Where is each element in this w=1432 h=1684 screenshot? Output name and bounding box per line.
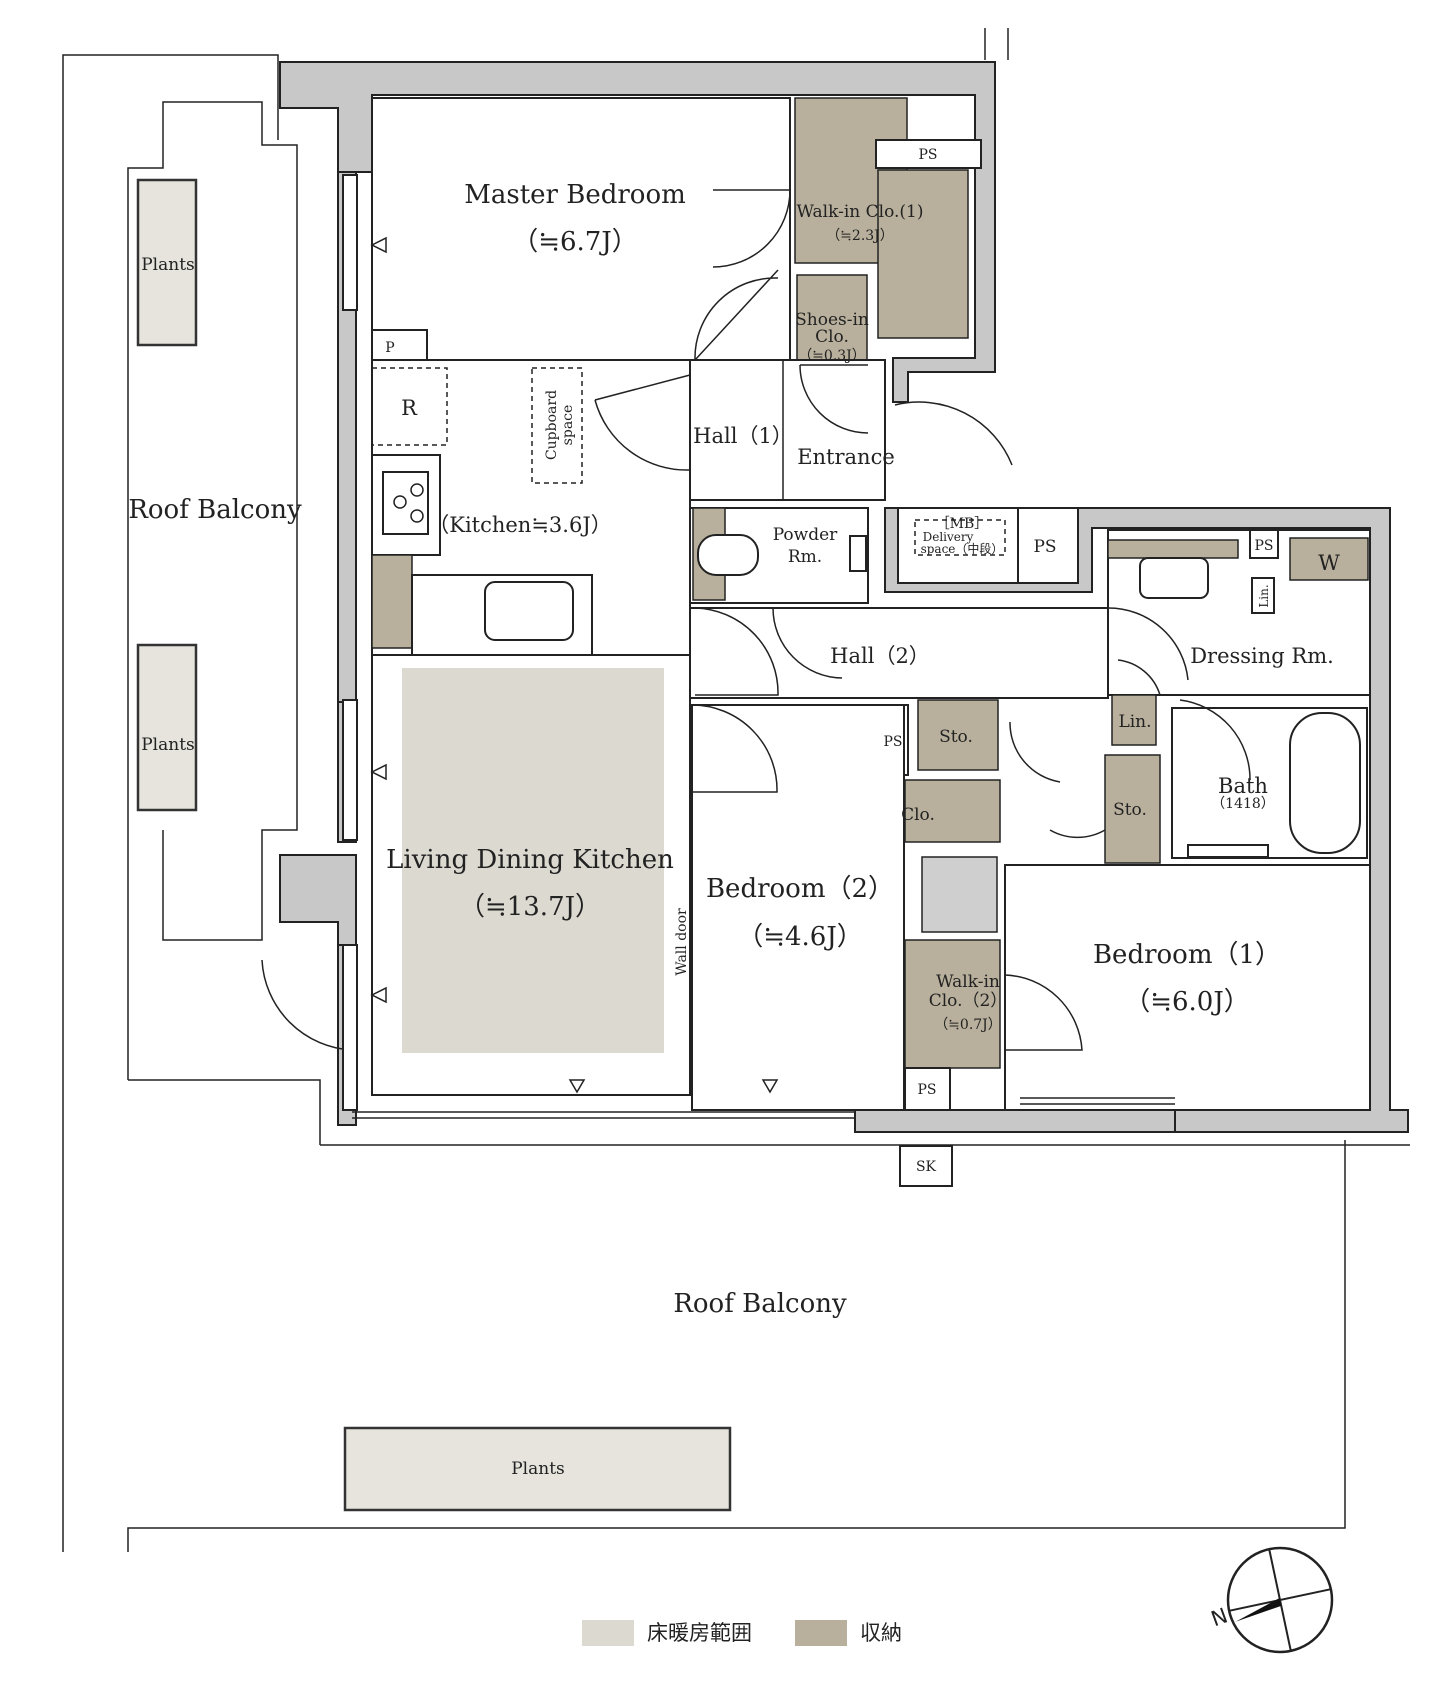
plants-label-1: Plants: [141, 255, 195, 275]
cupboard-label-2: space: [560, 405, 576, 446]
dressing-rm-label: Dressing Rm.: [1190, 644, 1334, 668]
clo-label: Clo.: [901, 805, 935, 825]
hall-2-label: Hall（2）: [830, 644, 930, 668]
legend-floor-heating-label: 床暖房範囲: [647, 1621, 752, 1645]
hall-1-label: Hall（1）: [693, 424, 793, 448]
plants-west-1: [136, 178, 198, 347]
balcony-outline: [62, 28, 1410, 1552]
bedroom-2-size: （≒4.6J）: [737, 922, 863, 952]
bath-size: （1418）: [1211, 796, 1275, 812]
shoes-in-clo-label-2: Clo.: [815, 327, 849, 347]
ps-label-east: PS: [1033, 537, 1056, 557]
shoes-in-closet: [796, 274, 868, 366]
legend-storage-label: 収納: [860, 1621, 902, 1645]
compass-icon: N: [1208, 1546, 1334, 1654]
delivery-label: Delivery: [923, 530, 974, 544]
master-bedroom-label: Master Bedroom: [464, 180, 686, 210]
ps-label-north: PS: [918, 147, 937, 163]
walkin-clo-1-size: （≒2.3J）: [826, 228, 894, 244]
floor-heating-area: [402, 668, 664, 1053]
walkin-clo-2-label-1: Walk-in: [936, 972, 1000, 992]
bedroom-1-size: （≒6.0J）: [1124, 987, 1250, 1017]
plants-west-2: [136, 643, 198, 812]
walkin-clo-2-label-2: Clo.（2）: [929, 991, 1008, 1011]
lin-label: Lin.: [1118, 712, 1151, 732]
cupboard-label-1: Cupboard: [544, 390, 560, 460]
sto-label-2: Sto.: [1113, 800, 1147, 820]
refrigerator-label: R: [401, 396, 418, 420]
west-windows: [342, 174, 779, 1111]
living-label: Living Dining Kitchen: [386, 845, 674, 875]
entrance-label: Entrance: [797, 445, 895, 469]
living-size: （≒13.7J）: [459, 892, 601, 922]
powder-rm-label-2: Rm.: [788, 547, 822, 567]
plants-label-2: Plants: [141, 735, 195, 755]
sk-box: [899, 1145, 953, 1187]
bath-label: Bath: [1218, 774, 1268, 798]
lin-label-small: Lin.: [1257, 584, 1271, 607]
mb-label: ［MB］: [936, 516, 989, 532]
master-bedroom-room: [371, 97, 791, 361]
doors: [261, 189, 1251, 1051]
bedroom-2-label: Bedroom（2）: [706, 874, 894, 904]
p-label: P: [385, 340, 394, 356]
powder-rm-label-1: Powder: [773, 525, 838, 545]
delivery-space-label: space（中段）: [921, 541, 1004, 556]
legend: 床暖房範囲 収納: [582, 1620, 902, 1646]
master-bedroom-size: （≒6.7J）: [512, 227, 638, 257]
ps-label-dressing: PS: [1254, 538, 1273, 554]
w-label: W: [1318, 551, 1340, 575]
walkin-clo-1-label: Walk-in Clo.(1): [797, 202, 924, 222]
west-balcony-label: Roof Balcony: [128, 495, 302, 525]
legend-storage-swatch: [795, 1620, 847, 1646]
legend-floor-heating-swatch: [582, 1620, 634, 1646]
sto-label-1: Sto.: [939, 727, 973, 747]
storage-bath: [1104, 754, 1161, 864]
plants-south: [343, 1426, 732, 1512]
ps-label-south: PS: [917, 1082, 936, 1098]
sk-label: SK: [916, 1159, 937, 1175]
west-balcony-outline: [127, 101, 298, 941]
walkin-clo-2-size: （≒0.7J）: [934, 1017, 1002, 1033]
wall-door-label: Wall door: [674, 908, 690, 976]
ps-box-north: [875, 139, 982, 169]
shoes-in-clo-size: （≒0.3J）: [798, 348, 866, 364]
south-balcony-label: Roof Balcony: [673, 1289, 847, 1319]
linen-closet: [1111, 694, 1157, 746]
compass-north-label: N: [1208, 1603, 1231, 1631]
plants-label-3: Plants: [511, 1459, 565, 1479]
shoes-in-clo-label-1: Shoes-in: [795, 310, 869, 330]
kitchen-label: （Kitchen≒3.6J）: [428, 513, 612, 537]
ps-label-bed2: PS: [883, 734, 902, 750]
rooms: [352, 97, 1371, 1119]
bedroom-1-label: Bedroom（1）: [1093, 940, 1281, 970]
